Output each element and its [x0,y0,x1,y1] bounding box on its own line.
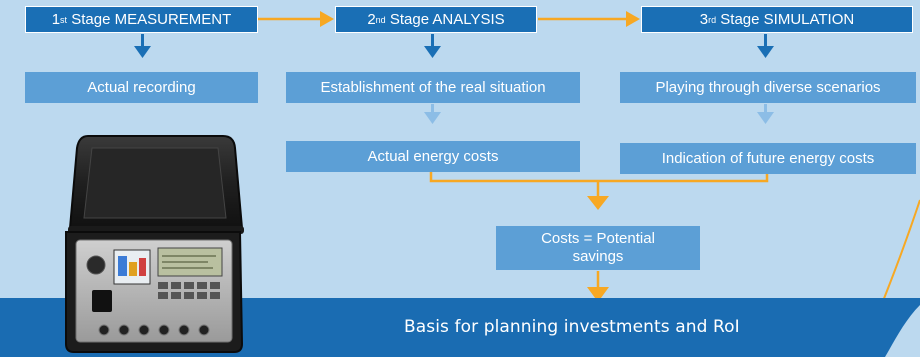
stage2-down-arrow [424,34,441,58]
potential-savings-label: Costs = Potential savings [541,230,655,265]
footer-text: Basis for planning investments and RoI [404,317,740,337]
merge-down-arrowhead [587,196,609,210]
future-costs-box: Indication of future energy costs [620,143,916,174]
stage-1-label: Stage MEASUREMENT [71,10,232,28]
simulation-down-arrow [757,104,774,124]
analysis-down-arrow [424,104,441,124]
actual-recording-label: Actual recording [87,78,196,96]
stage-1-number: 1 [51,10,61,28]
real-situation-box: Establishment of the real situation [286,72,580,103]
potential-savings-box: Costs = Potential savings [496,226,700,270]
measurement-device-image [65,135,244,353]
stage-3-label: Stage SIMULATION [720,10,855,28]
stage1-down-arrow [134,34,151,58]
scenarios-box: Playing through diverse scenarios [620,72,916,103]
stage-3-number: 3 [699,10,709,28]
stage-2-number: 2 [367,10,376,28]
real-situation-label: Establishment of the real situation [320,78,546,96]
energy-costs-label: Actual energy costs [367,147,499,165]
stage2-to-stage3-arrow [538,11,640,27]
savings-down-arrowhead [587,287,609,302]
stage3-down-arrow [757,34,774,58]
stage1-to-stage2-arrow [258,11,334,27]
actual-recording-box: Actual recording [25,72,258,103]
energy-costs-box: Actual energy costs [286,141,580,172]
stage-2-label: Stage ANALYSIS [389,10,505,28]
future-costs-label: Indication of future energy costs [661,149,875,167]
scenarios-label: Playing through diverse scenarios [655,78,881,96]
